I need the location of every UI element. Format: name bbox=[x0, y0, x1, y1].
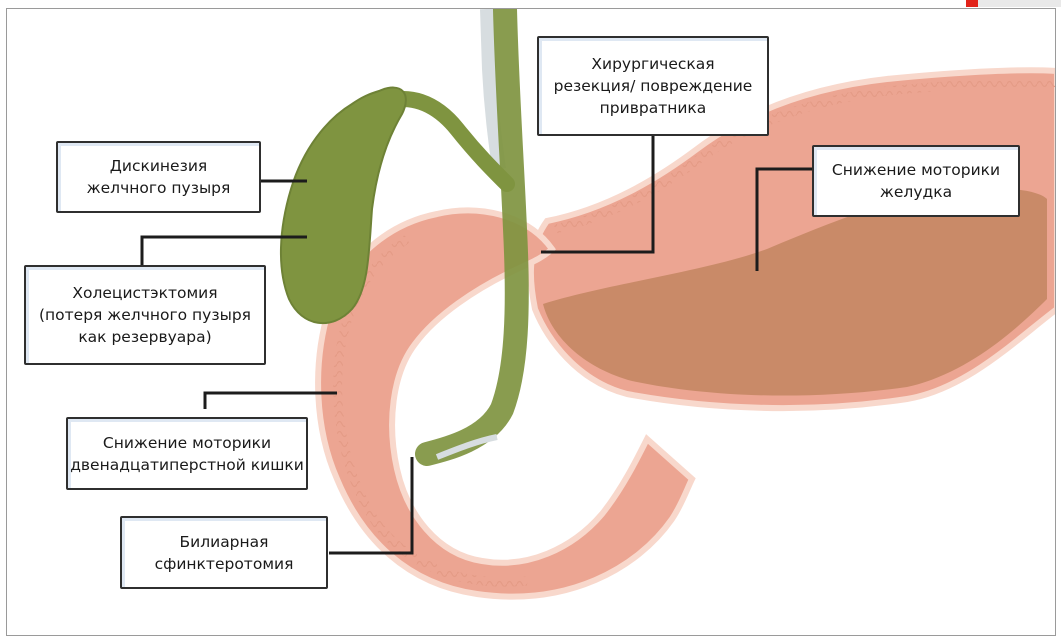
label-pylorus-line-2: резекция/ повреждение bbox=[554, 75, 753, 97]
label-pylorus-line-3: привратника bbox=[554, 97, 753, 119]
label-cholecystectomy-line-2: (потеря желчного пузыря bbox=[39, 304, 251, 326]
label-gastric-motility: Снижение моторики желудка bbox=[812, 145, 1020, 217]
label-duodenal-motility-line-1: Снижение моторики bbox=[70, 432, 304, 454]
label-dyskinesia: Дискинезия желчного пузыря bbox=[56, 141, 261, 213]
label-gastric-motility-line-1: Снижение моторики bbox=[832, 159, 1000, 181]
label-duodenal-motility-line-2: двенадцатиперстной кишки bbox=[70, 454, 304, 476]
label-cholecystectomy-line-3: как резервуара) bbox=[39, 326, 251, 348]
label-cholecystectomy: Холецистэктомия (потеря желчного пузыря … bbox=[24, 265, 266, 365]
label-dyskinesia-line-1: Дискинезия bbox=[87, 155, 231, 177]
diagram-frame: Дискинезия желчного пузыря Холецистэктом… bbox=[6, 8, 1056, 636]
corner-accent-mark bbox=[966, 0, 978, 7]
label-sphincterotomy-line-1: Билиарная bbox=[155, 531, 294, 553]
corner-tab bbox=[978, 0, 1061, 7]
label-sphincterotomy: Билиарная сфинктеротомия bbox=[120, 516, 328, 589]
label-cholecystectomy-line-1: Холецистэктомия bbox=[39, 282, 251, 304]
label-gastric-motility-line-2: желудка bbox=[832, 181, 1000, 203]
label-pylorus-line-1: Хирургическая bbox=[554, 53, 753, 75]
label-pylorus: Хирургическая резекция/ повреждение прив… bbox=[537, 36, 769, 136]
label-duodenal-motility: Снижение моторики двенадцатиперстной киш… bbox=[66, 417, 308, 490]
label-dyskinesia-line-2: желчного пузыря bbox=[87, 177, 231, 199]
label-sphincterotomy-line-2: сфинктеротомия bbox=[155, 553, 294, 575]
